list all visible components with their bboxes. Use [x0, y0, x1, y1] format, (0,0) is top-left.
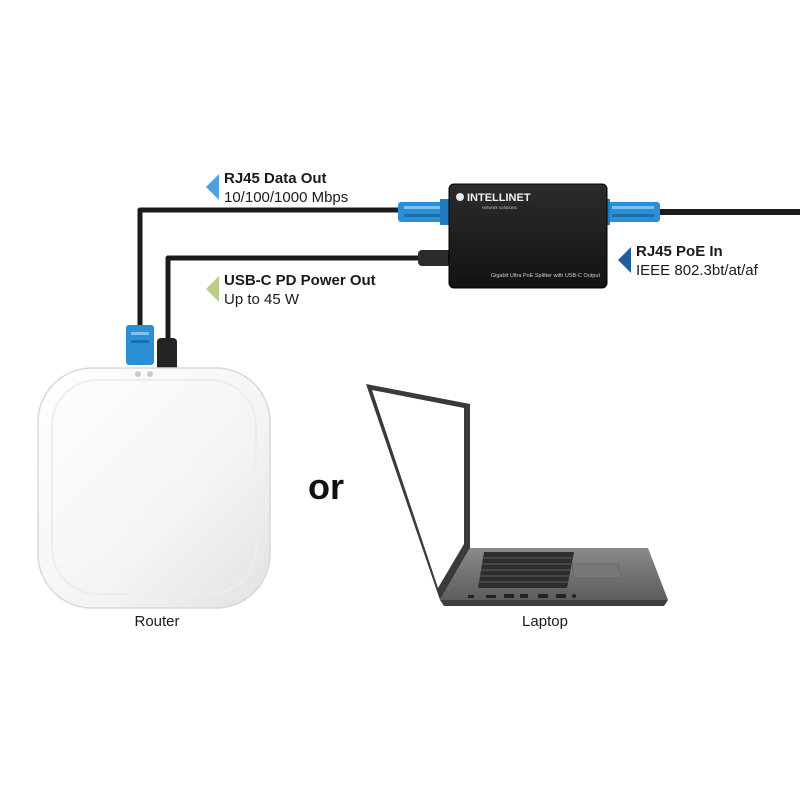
laptop-device — [366, 384, 668, 606]
poe-splitter-device: INTELLINET network solutions Gigabit Ult… — [448, 183, 608, 289]
power-out-arrow-icon — [206, 276, 219, 302]
rj45-data-out-connector — [398, 199, 450, 225]
laptop-caption: Laptop — [522, 613, 568, 630]
power-out-subtitle: Up to 45 W — [224, 291, 300, 308]
or-separator: or — [308, 466, 344, 507]
poe-in-subtitle: IEEE 802.3bt/at/af — [636, 262, 758, 279]
cables — [137, 207, 800, 345]
data-out-subtitle: 10/100/1000 Mbps — [224, 189, 349, 206]
data-out-arrow-icon — [206, 174, 219, 200]
usbc-cable-to-router — [165, 255, 420, 345]
power-out-title: USB-C PD Power Out — [224, 272, 376, 289]
poe-in-title: RJ45 PoE In — [636, 243, 723, 260]
poe-in-arrow-icon — [618, 247, 631, 273]
router-device — [37, 325, 271, 609]
brand-logo-icon — [456, 193, 464, 201]
splitter-product-text: Gigabit Ultra PoE Splitter with USB-C Ou… — [491, 273, 601, 279]
label-power-out: USB-C PD Power Out Up to 45 W — [224, 272, 376, 308]
label-data-out: RJ45 Data Out 10/100/1000 Mbps — [224, 170, 348, 206]
label-poe-in: RJ45 PoE In IEEE 802.3bt/at/af — [636, 243, 758, 279]
router-caption: Router — [134, 613, 180, 630]
ethernet-cable-to-router — [137, 207, 400, 330]
rj45-poe-in-connector — [600, 199, 660, 225]
splitter-brand: INTELLINET — [467, 192, 531, 204]
data-out-title: RJ45 Data Out — [224, 170, 327, 187]
splitter-tagline: network solutions — [482, 205, 518, 210]
